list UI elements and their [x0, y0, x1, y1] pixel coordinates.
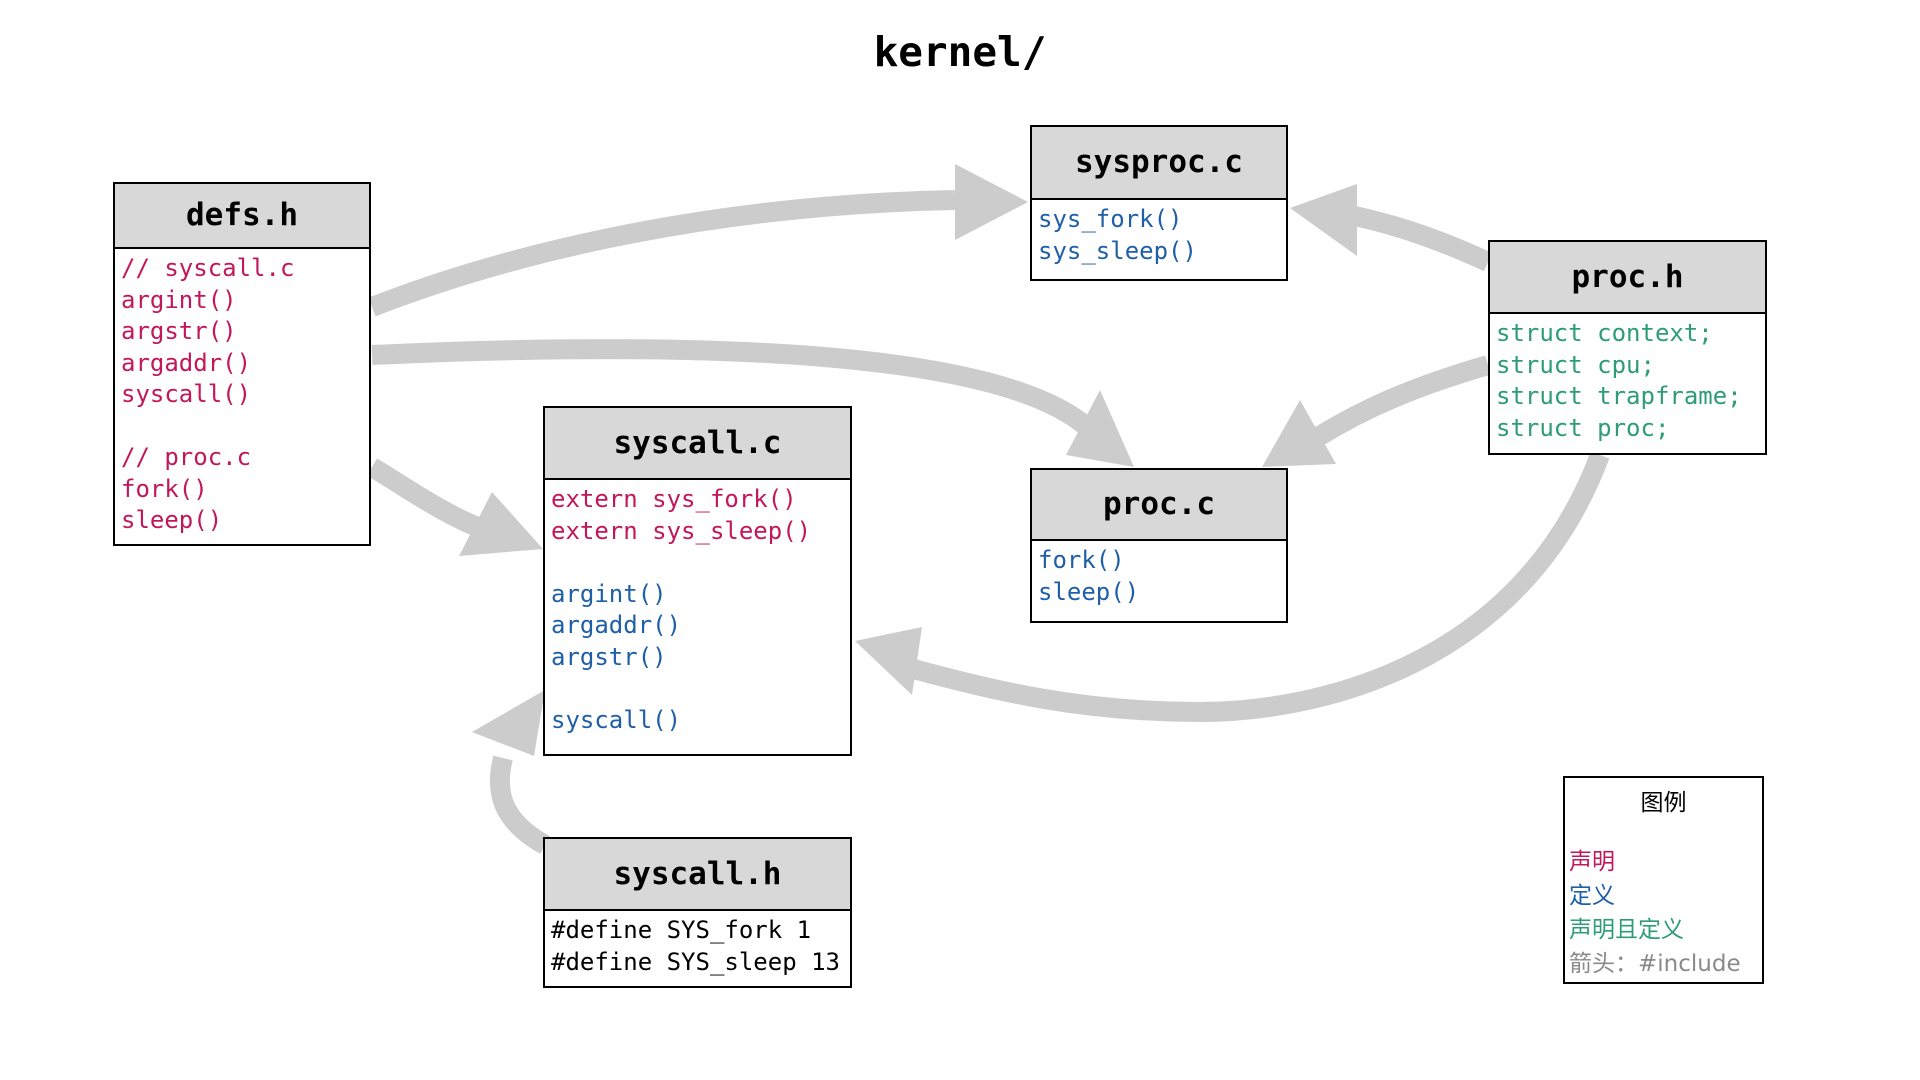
code-line: argint() [121, 285, 237, 314]
file-box-proc-h: proc.h struct context; struct cpu; struc… [1488, 240, 1767, 455]
legend-item-arrow: 箭头：#include [1569, 951, 1741, 977]
page-title: kernel/ [873, 28, 1047, 76]
arrowhead-procc-from-defs [1066, 390, 1134, 467]
legend-item-definition: 定义 [1569, 883, 1615, 909]
code-line: #define SYS_sleep 13 [551, 947, 840, 976]
arrowhead-syscallc-from-proch [855, 627, 922, 695]
code-line: argint() [551, 579, 667, 608]
code-line: extern sys_fork() [551, 485, 797, 513]
code-line: argstr() [121, 317, 237, 345]
code-line [551, 673, 844, 705]
code-line: sys_fork() [1038, 205, 1183, 233]
code-line: // proc.c [121, 443, 252, 471]
code-line: struct proc; [1496, 413, 1670, 442]
arrowhead-syscallc-from-defs [459, 492, 543, 556]
code-line [121, 411, 363, 443]
code-line: struct cpu; [1496, 350, 1655, 379]
legend: 图例 声明 定义 声明且定义 箭头：#include [1563, 776, 1764, 984]
code-line: extern sys_sleep() [551, 516, 812, 545]
code-line: sys_sleep() [1038, 236, 1197, 265]
code-line: #define SYS_fork 1 [551, 916, 812, 944]
legend-item-declaration: 声明 [1569, 849, 1615, 875]
file-box-syscall-c: syscall.c extern sys_fork() extern sys_s… [543, 406, 852, 756]
file-box-defs-h: defs.h // syscall.c argint() argstr() ar… [113, 182, 371, 546]
arrow-proch-to-sysproc [1352, 206, 1493, 272]
file-box-title: defs.h [115, 184, 369, 249]
arrow-syscallh-to-syscallc [489, 755, 551, 854]
code-line: fork() [1038, 546, 1125, 574]
code-line: sleep() [1038, 577, 1140, 606]
arrowhead-sysproc-from-defs [955, 164, 1028, 240]
arrowhead-procc-from-proch [1262, 400, 1336, 467]
file-box-title: syscall.c [545, 408, 850, 480]
file-box-title: sysproc.c [1032, 127, 1286, 200]
arrow-defs-to-sysproc [368, 190, 956, 317]
file-box-title: syscall.h [545, 839, 850, 911]
arrowhead-syscallc-from-syscallh [472, 690, 545, 756]
file-box-title: proc.c [1032, 470, 1286, 541]
arrow-defs-to-procc [371, 339, 1095, 436]
code-line: syscall() [551, 705, 682, 734]
code-line: sleep() [121, 506, 223, 534]
code-line: struct trapframe; [1496, 382, 1742, 410]
code-line: struct context; [1496, 319, 1713, 347]
arrow-proch-to-procc [1312, 355, 1491, 446]
legend-title: 图例 [1640, 790, 1687, 816]
code-line: argaddr() [551, 611, 682, 639]
file-box-title: proc.h [1490, 242, 1765, 314]
code-line: argaddr() [121, 348, 252, 377]
code-line: syscall() [121, 380, 252, 408]
legend-item-both: 声明且定义 [1569, 917, 1684, 943]
file-box-syscall-h: syscall.h #define SYS_fork 1 #define SYS… [543, 837, 852, 988]
code-line [551, 547, 844, 579]
arrow-proch-to-syscallc [907, 451, 1610, 723]
code-line: argstr() [551, 642, 667, 671]
code-line: fork() [121, 474, 208, 503]
file-box-sysproc-c: sysproc.c sys_fork() sys_sleep() [1030, 125, 1288, 281]
file-box-proc-c: proc.c fork() sleep() [1030, 468, 1288, 623]
code-line: // syscall.c [121, 254, 295, 282]
arrowhead-sysproc-from-proch [1290, 184, 1357, 256]
arrow-defs-to-syscallc [366, 458, 489, 540]
